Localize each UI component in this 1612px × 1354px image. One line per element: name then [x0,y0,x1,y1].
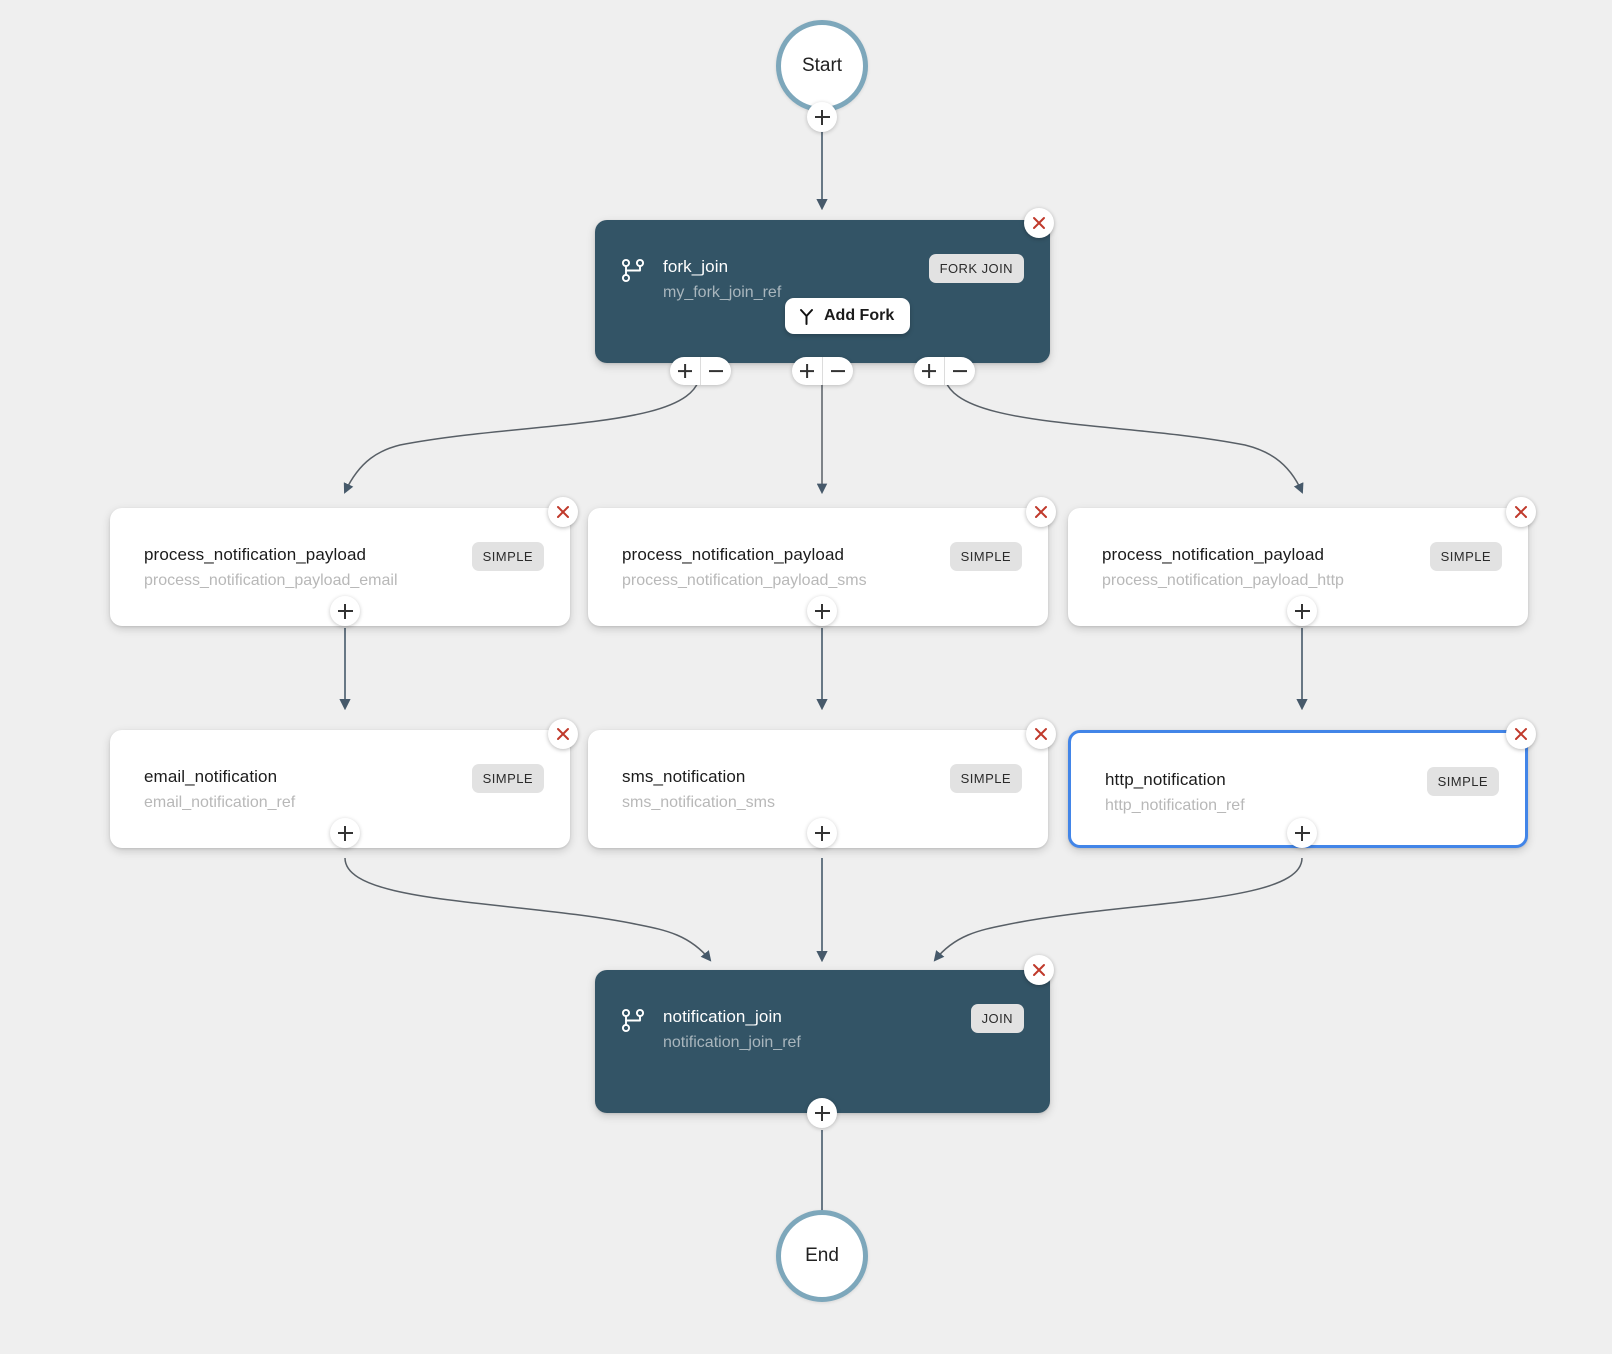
fork-branch-controls-3[interactable] [914,357,975,385]
delete-button-notification-join[interactable] [1024,955,1054,985]
edge-fork-to-process-email [343,371,701,494]
remove-branch-button-2[interactable] [822,357,853,385]
plus-handle-sms-notification[interactable] [807,818,837,848]
git-branch-icon [621,258,645,284]
node-type-chip: SIMPLE [1429,542,1502,571]
add-branch-button-1[interactable] [670,357,700,385]
node-subtitle: http_notification_ref [1105,797,1245,814]
node-type-chip: SIMPLE [471,764,544,793]
node-subtitle: process_notification_payload_sms [622,572,867,589]
node-subtitle: my_fork_join_ref [663,284,782,301]
node-type-chip: SIMPLE [949,542,1022,571]
node-title: notification_join [663,1007,782,1026]
close-x-icon [1515,728,1527,740]
remove-branch-button-3[interactable] [944,357,975,385]
add-branch-button-2[interactable] [792,357,822,385]
git-branch-icon [621,1008,645,1034]
node-type-chip: FORK JOIN [928,254,1024,283]
delete-button-email-notification[interactable] [548,719,578,749]
plus-handle-process-sms[interactable] [807,596,837,626]
plus-handle-notification-join[interactable] [807,1098,837,1128]
node-subtitle: notification_join_ref [663,1034,801,1051]
remove-branch-button-1[interactable] [700,357,731,385]
delete-button-http-notification[interactable] [1506,719,1536,749]
close-x-icon [1515,506,1527,518]
node-title: process_notification_payload [622,545,845,564]
close-x-icon [557,506,569,518]
node-subtitle: process_notification_payload_http [1102,572,1344,589]
node-type-chip: SIMPLE [1426,767,1499,796]
fork-branch-controls-1[interactable] [670,357,731,385]
delete-button-process-sms[interactable] [1026,497,1056,527]
edge-email-to-join [344,857,712,962]
fork-branch-controls-2[interactable] [792,357,853,385]
close-x-icon [1035,506,1047,518]
node-subtitle: sms_notification_sms [622,794,775,811]
delete-button-sms-notification[interactable] [1026,719,1056,749]
node-type-chip: SIMPLE [471,542,544,571]
node-title: process_notification_payload [1102,545,1325,564]
start-node-label: Start [801,55,843,76]
plus-handle-start[interactable] [807,102,837,132]
edge-fork-to-process-http [943,371,1304,494]
plus-handle-process-email[interactable] [330,596,360,626]
fork-icon [798,308,815,325]
edge-http-to-join [933,857,1303,962]
delete-button-fork-join[interactable] [1024,208,1054,238]
delete-button-process-http[interactable] [1506,497,1536,527]
end-node[interactable]: End [776,1210,868,1302]
node-type-chip: SIMPLE [949,764,1022,793]
add-branch-button-3[interactable] [914,357,944,385]
node-fork-join[interactable]: fork_join my_fork_join_ref FORK JOIN Add… [595,220,1050,363]
add-fork-label: Add Fork [824,307,895,324]
node-type-chip: JOIN [970,1004,1024,1033]
node-process-email[interactable]: process_notification_payload process_not… [110,508,570,626]
node-subtitle: process_notification_payload_email [144,572,398,589]
plus-handle-process-http[interactable] [1287,596,1317,626]
add-fork-button[interactable]: Add Fork [785,298,911,334]
close-x-icon [1035,728,1047,740]
close-x-icon [1033,217,1045,229]
node-title: http_notification [1105,770,1226,789]
delete-button-process-email[interactable] [548,497,578,527]
node-title: fork_join [663,257,729,276]
start-node[interactable]: Start [776,20,868,112]
node-subtitle: email_notification_ref [144,794,296,811]
node-title: sms_notification [622,767,746,786]
close-x-icon [557,728,569,740]
plus-handle-http-notification[interactable] [1287,818,1317,848]
end-node-label: End [805,1245,839,1266]
node-title: process_notification_payload [144,545,367,564]
node-notification-join[interactable]: notification_join notification_join_ref … [595,970,1050,1113]
close-x-icon [1033,964,1045,976]
node-title: email_notification [144,767,278,786]
plus-handle-email-notification[interactable] [330,818,360,848]
